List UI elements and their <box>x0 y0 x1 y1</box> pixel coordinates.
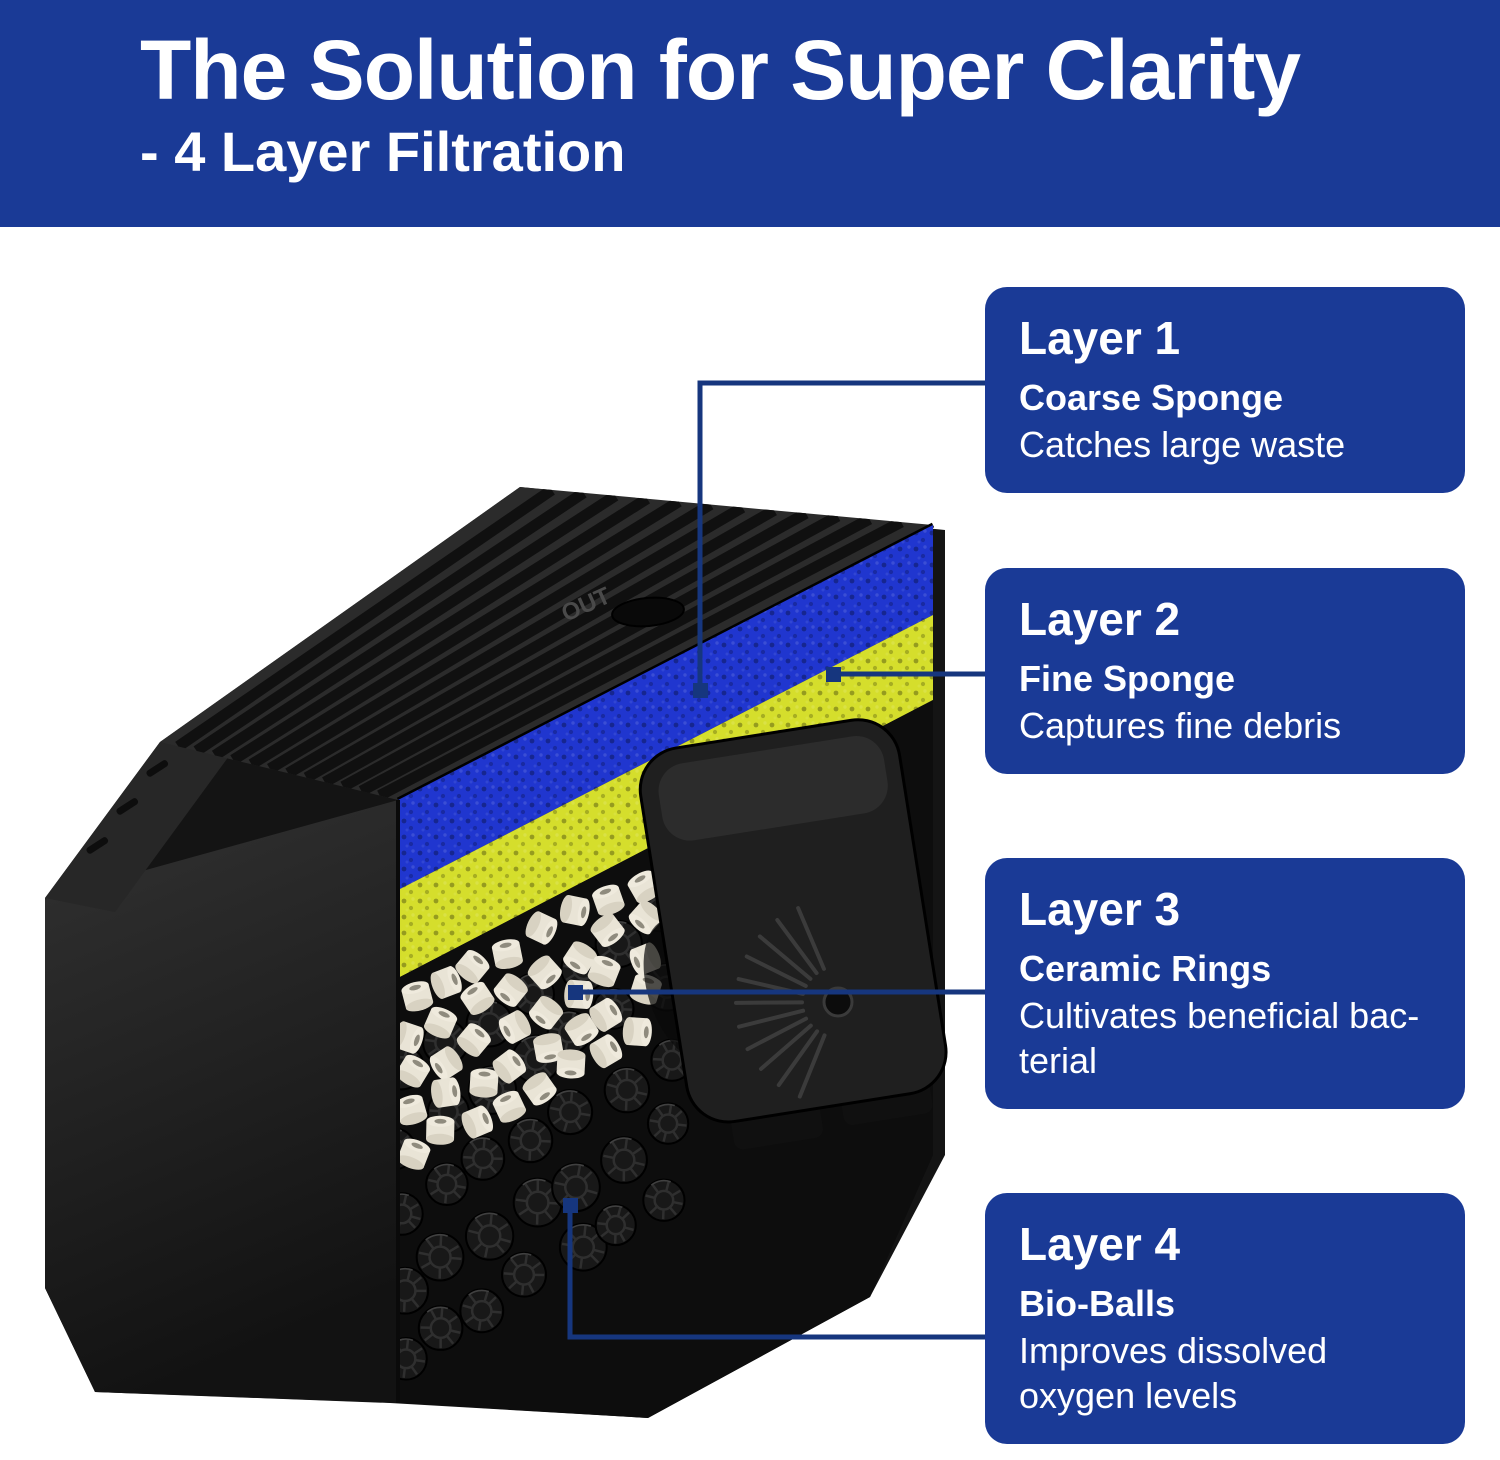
top-grille: OUT <box>160 487 933 800</box>
callout-media-name: Ceramic Rings <box>1019 947 1272 989</box>
callout-layer-2: Layer 2 Fine Sponge Captures fine debris <box>985 568 1465 774</box>
connector-layer-1 <box>693 380 985 698</box>
callout-description: Captures fine debris <box>1019 704 1342 746</box>
pump-unit <box>638 718 948 1150</box>
callout-title: Layer 1 <box>1019 312 1181 364</box>
callout-media-name: Coarse Sponge <box>1019 376 1284 418</box>
callout-description: Improves dissolved oxygen levels <box>1019 1329 1328 1416</box>
pump-vent-fan <box>734 906 827 1099</box>
callout-media-name: Fine Sponge <box>1019 657 1235 699</box>
coarse-sponge-layer <box>398 525 933 890</box>
outlet-hole <box>611 596 685 628</box>
page-subtitle: - 4 Layer Filtration <box>140 120 626 184</box>
header-banner: The Solution for Super Clarity - 4 Layer… <box>0 0 1500 227</box>
callout-title: Layer 2 <box>1019 593 1181 645</box>
connector-layer-2 <box>826 667 985 682</box>
callout-title: Layer 4 <box>1019 1218 1181 1270</box>
callout-description: Catches large waste <box>1019 423 1346 465</box>
callout-layer-4: Layer 4 Bio-Balls Improves dissolved oxy… <box>985 1193 1465 1444</box>
page-title: The Solution for Super Clarity <box>140 23 1301 117</box>
chamfer-edge <box>45 742 232 912</box>
callout-layer-1: Layer 1 Coarse Sponge Catches large wast… <box>985 287 1465 493</box>
callout-title: Layer 3 <box>1019 883 1181 935</box>
callout-description: Cultivates beneficial bac-terial <box>1019 994 1420 1081</box>
ceramic-rings-layer <box>398 870 663 1170</box>
callout-layer-3: Layer 3 Ceramic Rings Cultivates benefic… <box>985 858 1465 1109</box>
connector-layer-3 <box>568 985 985 1000</box>
callout-media-name: Bio-Balls <box>1019 1282 1176 1324</box>
filter-left-face <box>45 800 398 1403</box>
connector-layer-4 <box>563 1198 985 1340</box>
